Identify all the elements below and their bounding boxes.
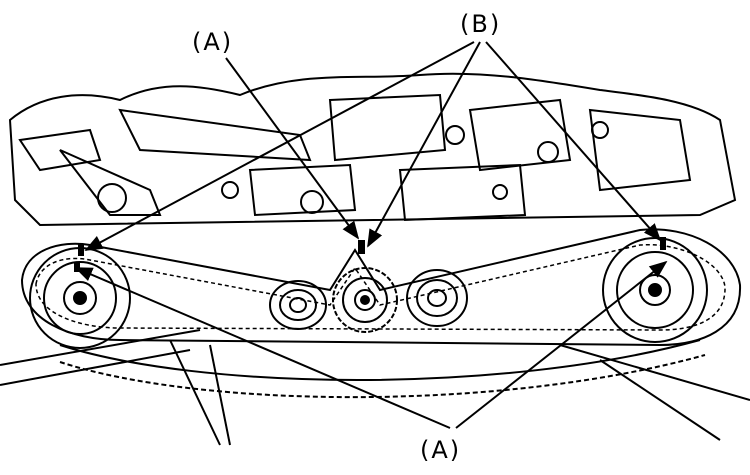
leader-a-top	[225, 57, 360, 240]
callout-a-bottom: (A)	[420, 436, 462, 464]
leader-b-center	[367, 41, 481, 248]
timing-mark-right	[660, 237, 666, 250]
timing-marks	[74, 237, 666, 272]
timing-mark-crank	[358, 240, 365, 254]
timing-mark-left-bottom	[74, 262, 80, 272]
cam-sprocket-right	[602, 237, 708, 343]
callout-a-top: (A)	[192, 28, 234, 56]
leader-lines	[74, 41, 668, 429]
callout-b-top: (B)	[460, 10, 502, 38]
leader-b-right	[485, 41, 662, 242]
crank-sprocket	[332, 267, 398, 333]
engine-block	[0, 72, 750, 446]
idler-pulley-right	[406, 269, 468, 327]
timing-belt	[20, 228, 742, 399]
leader-b-left	[84, 41, 475, 251]
idler-pulley-left	[269, 280, 327, 330]
leader-a-bottom-right	[455, 260, 668, 429]
leader-a-bottom-left	[74, 267, 451, 429]
timing-mark-left-top	[78, 244, 84, 256]
